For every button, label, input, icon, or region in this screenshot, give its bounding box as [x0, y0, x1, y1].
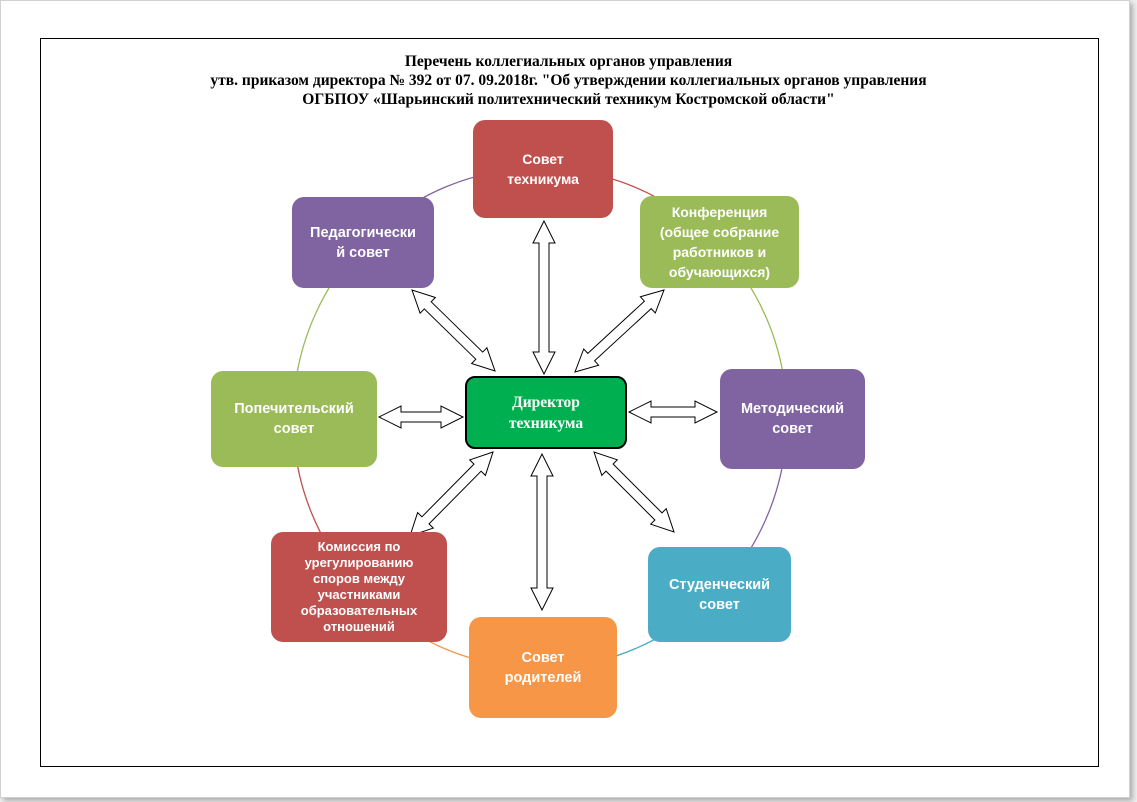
arrow-to-komissiya — [409, 451, 494, 537]
title-line-3: ОГБПОУ «Шарьинский политехнический техни… — [302, 91, 835, 108]
node-text-line: совет — [273, 421, 315, 437]
arrow-to-sovet-roditeley — [530, 452, 554, 612]
node-text-line: образовательных — [300, 603, 418, 618]
node-pedagogicheskiy-sovet: Педагогически й совет — [292, 197, 434, 288]
node-text-line: совет — [772, 421, 813, 437]
node-text-line: Конференция — [671, 204, 768, 220]
title-line-1: Перечень коллегиальных органов управлени… — [404, 53, 733, 70]
page-title: Перечень коллегиальных органов управлени… — [40, 52, 1097, 109]
node-text-line: споров между — [312, 571, 406, 586]
node-text-line: отношений — [323, 619, 395, 634]
node-text-line: Педагогически — [310, 224, 416, 241]
node-text-line: участниками — [317, 587, 401, 602]
node-text-line: совет — [699, 596, 740, 613]
node-metodicheskiy-sovet: Методический совет — [720, 369, 865, 469]
arrow-to-sovet-tekhnikuma — [532, 219, 556, 376]
node-studencheskiy-sovet: Студенческий совет — [648, 547, 791, 642]
node-text-line: родителей — [504, 669, 582, 686]
node-text-line: техникума — [508, 414, 584, 432]
node-text-line: обучающихся) — [668, 264, 771, 280]
node-text-line: Директор — [512, 393, 580, 411]
arrow-to-metodicheskiy-sovet — [627, 400, 719, 424]
node-text-line: Методический — [740, 401, 845, 417]
diagram-frame — [40, 38, 1099, 767]
node-text-line: й совет — [336, 244, 390, 261]
node-text-line: урегулированию — [304, 555, 414, 570]
arrow-to-studencheskiy-sovet — [593, 451, 675, 533]
node-direktor-tekhnikuma: Директор техникума — [465, 376, 627, 449]
node-text-line: работников и — [672, 244, 767, 260]
node-konferentsiya: Конференция (общее собрание работников и… — [640, 196, 799, 288]
node-text-line: техникума — [507, 171, 579, 187]
node-text-line: Попечительский — [234, 401, 354, 417]
node-text-line: (общее собрание — [659, 224, 780, 240]
node-komissiya: Комиссия по урегулированию споров между … — [271, 532, 447, 642]
arrow-to-konferentsiya — [574, 289, 665, 373]
node-sovet-tekhnikuma: Совет техникума — [473, 120, 613, 218]
node-text-line: Совет — [521, 649, 565, 666]
node-text-line: Совет — [522, 151, 564, 167]
title-line-2: утв. приказом директора № 392 от 07. 09.… — [210, 72, 927, 89]
node-popechitelskiy-sovet: Попечительский совет — [211, 371, 377, 467]
node-sovet-roditeley: Совет родителей — [469, 617, 617, 718]
arrow-to-popechitelskiy-sovet — [377, 405, 465, 429]
node-text-line: Комиссия по — [317, 539, 401, 554]
node-text-line: Студенческий — [668, 576, 771, 593]
arrows — [377, 219, 719, 612]
arrow-to-pedagogicheskiy-sovet — [411, 289, 496, 372]
